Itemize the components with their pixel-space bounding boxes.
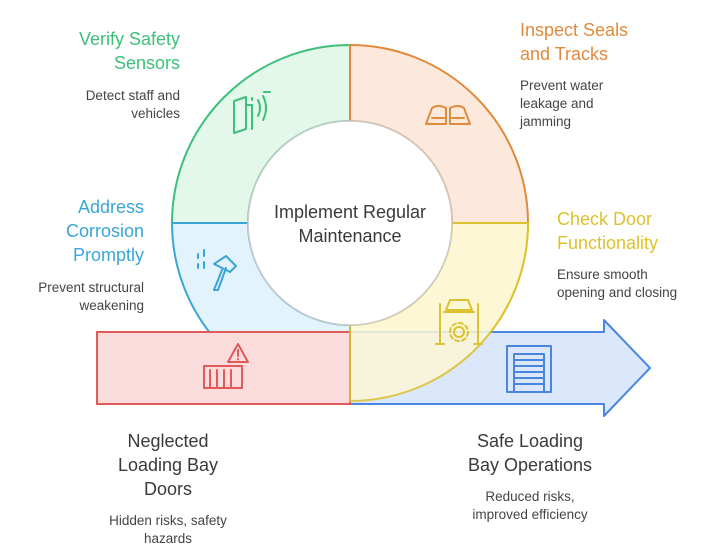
- address-title: Address Corrosion Promptly: [20, 195, 144, 267]
- check-desc: Ensure smooth opening and closing: [557, 266, 712, 302]
- check-desc-line-1: Ensure smooth: [557, 267, 648, 282]
- check-title: Check Door Functionality: [557, 207, 712, 255]
- center-label-line-1: Implement Regular: [273, 202, 427, 222]
- check-desc-line-2: opening and closing: [557, 285, 678, 300]
- start-desc-line-2: hazards: [143, 531, 193, 546]
- center-label-line-2: Maintenance: [298, 226, 402, 246]
- verify-title: Verify Safety Sensors: [20, 27, 180, 75]
- start-title-line-2: Loading Bay: [117, 455, 219, 475]
- start-title-line-1: Neglected: [127, 431, 209, 451]
- start-desc: Hidden risks, safety hazards: [78, 512, 258, 548]
- address-title-line-1: Address: [77, 197, 144, 217]
- address-desc: Prevent structural weakening: [10, 279, 144, 315]
- center-circle: [247, 120, 453, 326]
- check-title-line-2: Functionality: [557, 233, 659, 253]
- inspect-title: Inspect Seals and Tracks: [520, 18, 700, 66]
- verify-title-line-1: Verify Safety: [78, 29, 180, 49]
- inspect-desc-line-1: Prevent water: [520, 78, 604, 93]
- verify-desc-line-1: Detect staff and: [85, 88, 180, 103]
- verify-desc-line-2: vehicles: [131, 106, 180, 121]
- shutter-door-icon: [506, 345, 552, 393]
- address-title-line-2: Corrosion: [65, 221, 144, 241]
- inspect-title-line-2: and Tracks: [520, 44, 609, 64]
- inspect-desc-line-3: jamming: [520, 114, 572, 129]
- warning-door-icon: [203, 343, 249, 389]
- center-label: Implement Regular Maintenance: [250, 200, 450, 248]
- verify-desc: Detect staff and vehicles: [20, 87, 180, 123]
- start-title-line-3: Doors: [143, 479, 192, 499]
- end-desc-line-2: improved efficiency: [472, 507, 588, 522]
- verify-title-line-2: Sensors: [113, 53, 180, 73]
- start-box: [96, 331, 351, 405]
- inspect-title-line-1: Inspect Seals: [520, 20, 629, 40]
- end-title-line-1: Safe Loading: [476, 431, 584, 451]
- end-desc-line-1: Reduced risks,: [485, 489, 575, 504]
- hammer-icon: [197, 249, 237, 291]
- end-title: Safe Loading Bay Operations: [440, 429, 620, 477]
- door-sensor-icon: [233, 91, 271, 134]
- lift-gear-icon: [435, 299, 483, 345]
- start-desc-line-1: Hidden risks, safety: [109, 513, 227, 528]
- start-title: Neglected Loading Bay Doors: [88, 429, 248, 501]
- end-title-line-2: Bay Operations: [467, 455, 593, 475]
- inspect-desc-line-2: leakage and: [520, 96, 594, 111]
- address-title-line-3: Promptly: [72, 245, 144, 265]
- end-desc: Reduced risks, improved efficiency: [440, 488, 620, 524]
- inspect-desc: Prevent water leakage and jamming: [520, 77, 700, 131]
- address-desc-line-2: weakening: [79, 298, 144, 313]
- address-desc-line-1: Prevent structural: [38, 280, 144, 295]
- seal-icon: [425, 105, 471, 125]
- check-title-line-1: Check Door: [557, 209, 653, 229]
